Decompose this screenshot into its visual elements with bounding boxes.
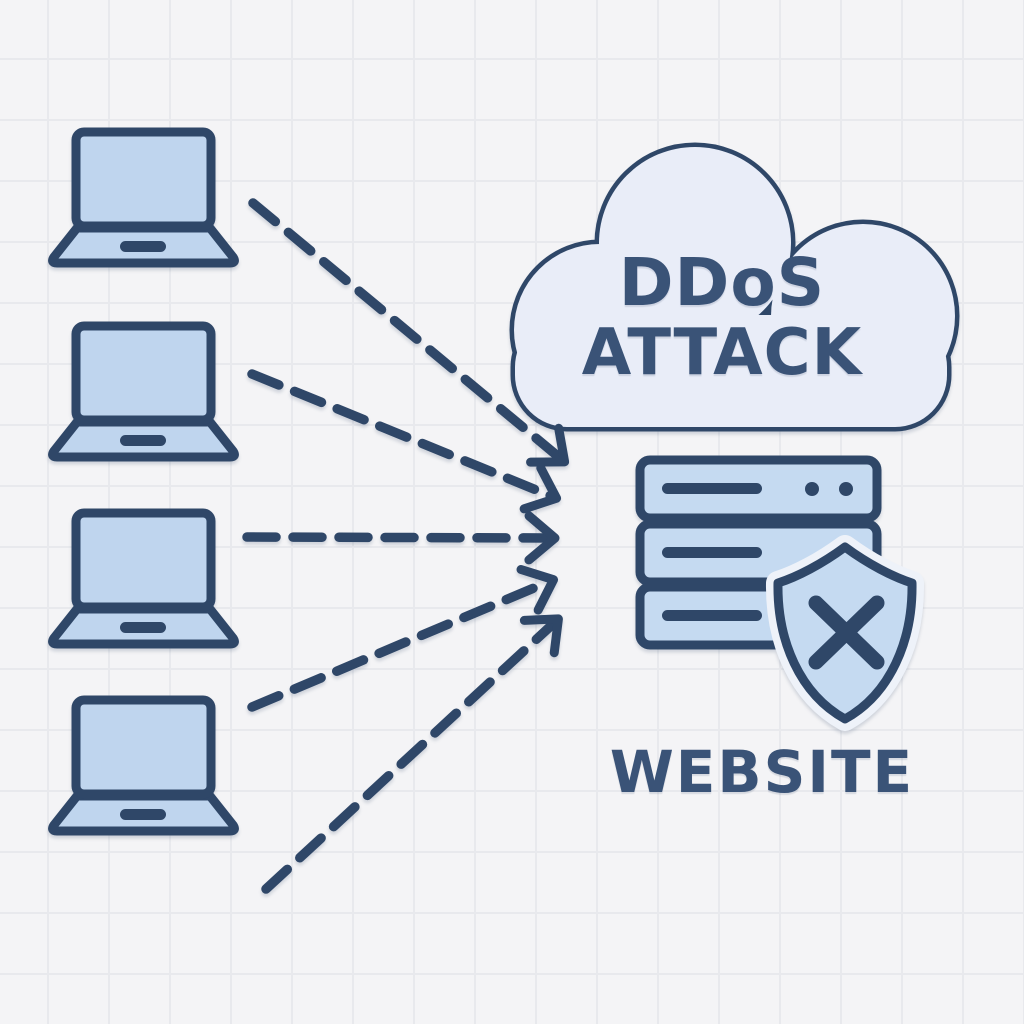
attack-arrow [242,511,560,565]
attack-arrows [242,198,570,894]
cloud-label-line1: DDoS [618,244,826,321]
laptop-icon [53,700,235,831]
laptop-icon [53,132,235,263]
attack-arrow [247,565,559,712]
laptop-icon [53,513,235,644]
server-slot [662,610,762,621]
x-icon [808,595,885,670]
attack-arrow [247,369,562,514]
cloud-label-line2: ATTACK [581,316,863,390]
website-label: WEBSITE [609,738,915,806]
server-led [839,482,853,496]
server-slot [662,483,762,494]
shield-icon [765,535,925,731]
ddos-cloud-icon [509,142,960,432]
server-led [805,482,819,496]
attack-arrow [248,198,570,467]
server-slot [662,547,762,558]
cloud-label: DDoS ATTACK [512,244,932,390]
laptop-icon [53,326,235,457]
attack-arrow [261,614,563,894]
